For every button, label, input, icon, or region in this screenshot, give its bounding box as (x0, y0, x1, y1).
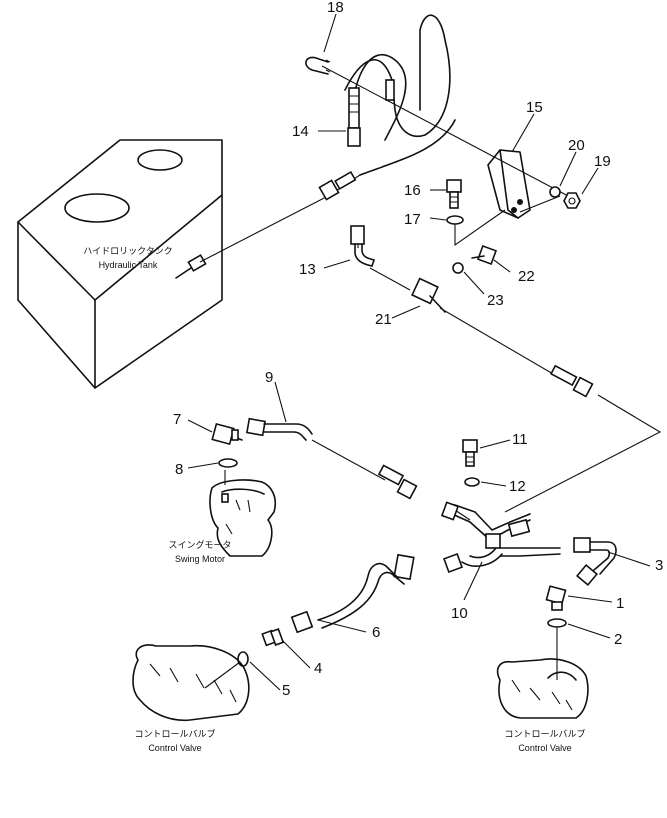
o-ring-2 (547, 618, 567, 628)
callout-3: 3 (655, 557, 663, 574)
washer-23 (452, 262, 464, 274)
washer-12 (464, 477, 480, 487)
callout-12: 12 (509, 478, 526, 495)
callouts: 1 2 3 4 5 6 7 8 9 10 11 12 13 14 15 16 1… (173, 0, 663, 699)
right-line-connector (549, 364, 594, 398)
pipe-6 (290, 553, 415, 634)
control-valve-right (496, 627, 589, 719)
callout-17: 17 (404, 211, 421, 228)
callout-4: 4 (314, 660, 322, 677)
callout-14: 14 (292, 123, 309, 140)
tank-caption-en: Hydraulic Tank (99, 260, 158, 270)
callout-1: 1 (616, 595, 624, 612)
hose-loop (344, 14, 456, 176)
manifold-10 (440, 501, 561, 573)
cv-left-caption-jp: コントロールバルブ (134, 728, 215, 739)
callout-leaders (187, 13, 651, 691)
callout-9: 9 (265, 369, 273, 386)
u-bolt-18 (305, 56, 331, 75)
adapter-4 (261, 628, 285, 647)
callout-21: 21 (375, 311, 392, 328)
cv-right-caption-en: Control Valve (518, 743, 571, 753)
callout-19: 19 (594, 153, 611, 170)
callout-5: 5 (282, 682, 290, 699)
callout-8: 8 (175, 461, 183, 478)
callout-23: 23 (487, 292, 504, 309)
pipe-9 (245, 417, 418, 500)
o-ring-5 (237, 651, 249, 667)
nut-19 (563, 192, 581, 209)
fitting-14 (347, 87, 361, 147)
tank-line-connector (318, 170, 357, 201)
bracket-15 (487, 149, 531, 219)
bolt-16 (446, 179, 462, 209)
callout-10: 10 (451, 605, 468, 622)
callout-2: 2 (614, 631, 622, 648)
callout-6: 6 (372, 624, 380, 641)
callout-20: 20 (568, 137, 585, 154)
callout-11: 11 (512, 431, 528, 448)
hydraulic-tank (17, 139, 223, 389)
swing-motor (209, 479, 277, 557)
connector-22 (471, 245, 497, 265)
callout-18: 18 (327, 0, 344, 16)
callout-13: 13 (299, 261, 316, 278)
fitting-7 (211, 422, 243, 446)
cv-right-caption-jp: コントロールバルブ (504, 728, 585, 739)
control-valve-left (132, 644, 250, 722)
callout-7: 7 (173, 411, 181, 428)
tank-caption-jp: ハイドロリックタンク (83, 246, 172, 256)
bolt-11 (462, 439, 478, 467)
o-ring-8 (218, 458, 238, 468)
washer-20 (549, 186, 561, 198)
callout-15: 15 (526, 99, 543, 116)
washer-17 (446, 215, 464, 225)
callout-16: 16 (404, 182, 421, 199)
pipe-13 (350, 225, 375, 267)
callout-22: 22 (518, 268, 535, 285)
cv-left-caption-en: Control Valve (148, 743, 201, 753)
pipe-3 (573, 537, 617, 586)
swing-caption-jp: スイングモータ (168, 539, 231, 550)
clamp-21 (411, 277, 446, 313)
fitting-1 (545, 585, 567, 611)
swing-caption-en: Swing Motor (175, 554, 225, 564)
